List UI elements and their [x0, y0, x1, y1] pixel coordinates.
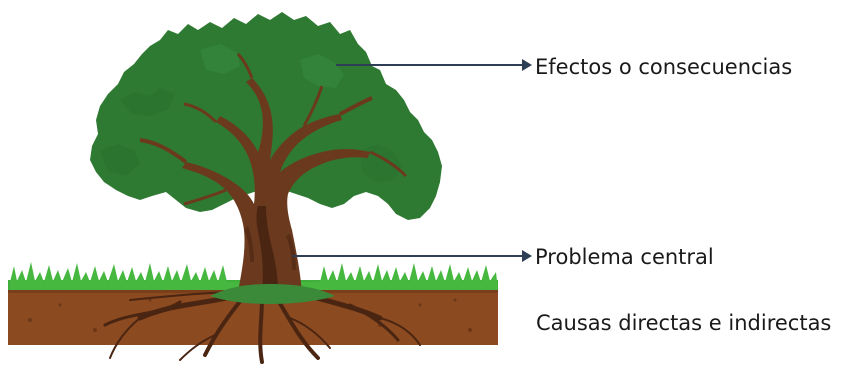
- trunk-base-grass: [210, 284, 335, 304]
- effects-arrow: [336, 59, 532, 71]
- central-problem-label: Problema central: [535, 245, 714, 269]
- effects-label: Efectos o consecuencias: [535, 55, 793, 79]
- problem-arrow: [292, 250, 532, 262]
- causes-label: Causas directas e indirectas: [536, 311, 832, 335]
- tree-trunk: [139, 52, 408, 292]
